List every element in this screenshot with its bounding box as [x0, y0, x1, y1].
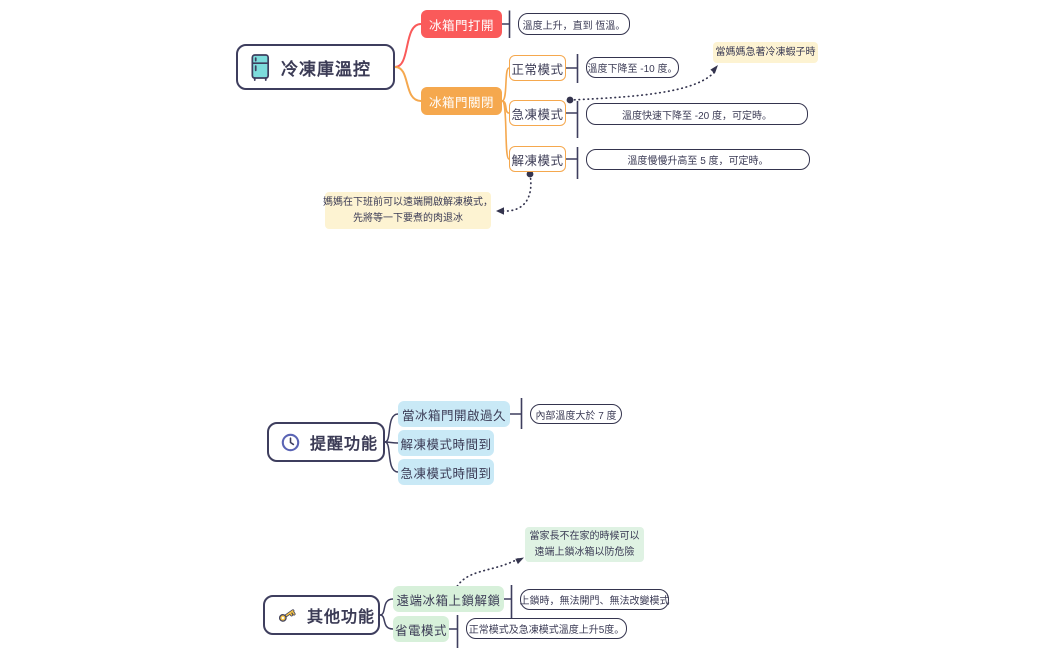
node-power-saving-mode[interactable]: 省電模式	[393, 616, 449, 642]
node-fridge-door-open[interactable]: 冰箱門打開	[421, 10, 502, 38]
node-quick-freeze-mode[interactable]: 急凍模式	[509, 100, 566, 126]
node-defrost-mode[interactable]: 解凍模式	[509, 146, 566, 172]
node-fridge-door-closed[interactable]: 冰箱門關閉	[421, 87, 502, 115]
root-node-reminder-functions[interactable]: 提醒功能	[267, 422, 385, 462]
topic-label: 溫度上升，直到 恆溫。	[522, 20, 626, 32]
node-label: 急凍模式時間到	[400, 466, 492, 481]
root-label: 提醒功能	[310, 436, 379, 453]
topic-quick-freeze-detail[interactable]: 溫度快速下降至 -20 度，可定時。	[586, 103, 808, 125]
topic-label: 溫度快速下降至 -20 度，可定時。	[621, 110, 772, 122]
topic-normal-mode-detail[interactable]: 溫度下降至 -10 度。	[586, 57, 679, 78]
node-label: 省電模式	[394, 623, 447, 638]
note-text-line2: 遠端上鎖冰箱以防危險	[534, 546, 635, 558]
node-defrost-timer-done[interactable]: 解凍模式時間到	[398, 430, 494, 456]
root-node-other-functions[interactable]: 其他功能	[263, 595, 380, 635]
root-label: 冷凍庫溫控	[281, 59, 371, 79]
note-remote-defrost[interactable]: 媽媽在下班前可以遠端開啟解凍模式， 先將等一下要煮的肉退冰	[323, 192, 493, 229]
topic-inner-temp-detail[interactable]: 內部溫度大於 7 度	[530, 404, 622, 424]
topic-lock-detail[interactable]: 上鎖時，無法開門、無法改變模式	[519, 589, 670, 610]
topic-label: 溫度下降至 -10 度。	[587, 64, 678, 75]
node-normal-mode[interactable]: 正常模式	[509, 55, 566, 81]
node-remote-lock-unlock[interactable]: 遠端冰箱上鎖解鎖	[393, 586, 504, 612]
node-label: 解凍模式	[511, 153, 564, 168]
topic-label: 溫度慢慢升高至 5 度，可定時。	[627, 156, 769, 167]
root-label: 其他功能	[307, 609, 376, 626]
node-label: 遠端冰箱上鎖解鎖	[396, 593, 501, 608]
topic-defrost-mode-detail[interactable]: 溫度慢慢升高至 5 度，可定時。	[586, 149, 810, 170]
note-text-line1: 媽媽在下班前可以遠端開啟解凍模式，	[323, 197, 493, 208]
topic-label: 正常模式及急凍模式溫度上升5度。	[468, 625, 625, 636]
node-quick-freeze-timer-done[interactable]: 急凍模式時間到	[398, 459, 494, 485]
topic-label: 上鎖時，無法開門、無法改變模式	[519, 596, 670, 607]
node-label: 冰箱門打開	[428, 18, 494, 33]
node-label: 急凍模式	[511, 107, 564, 122]
node-label: 冰箱門關閉	[428, 95, 494, 110]
clock-icon	[280, 432, 301, 453]
fridge-icon	[249, 53, 272, 82]
key-icon	[276, 604, 298, 626]
node-label: 正常模式	[511, 62, 564, 77]
node-label: 當冰箱門開啟過久	[401, 408, 506, 423]
topic-power-saving-detail[interactable]: 正常模式及急凍模式溫度上升5度。	[466, 618, 627, 639]
topic-door-open-detail[interactable]: 溫度上升，直到 恆溫。	[518, 13, 630, 35]
note-freeze-shrimp[interactable]: 當媽媽急著冷凍蝦子時	[713, 42, 818, 63]
note-remote-lock-safety[interactable]: 當家長不在家的時候可以 遠端上鎖冰箱以防危險	[525, 527, 644, 562]
note-text-line1: 當家長不在家的時候可以	[529, 531, 640, 542]
note-text-line2: 先將等一下要煮的肉退冰	[353, 212, 463, 224]
topic-label: 內部溫度大於 7 度	[535, 410, 617, 422]
node-label: 解凍模式時間到	[400, 437, 492, 452]
note-text: 當媽媽急著冷凍蝦子時	[715, 46, 816, 58]
node-door-open-too-long[interactable]: 當冰箱門開啟過久	[398, 401, 510, 427]
root-node-freezer-temp-control[interactable]: 冷凍庫溫控	[236, 44, 395, 90]
